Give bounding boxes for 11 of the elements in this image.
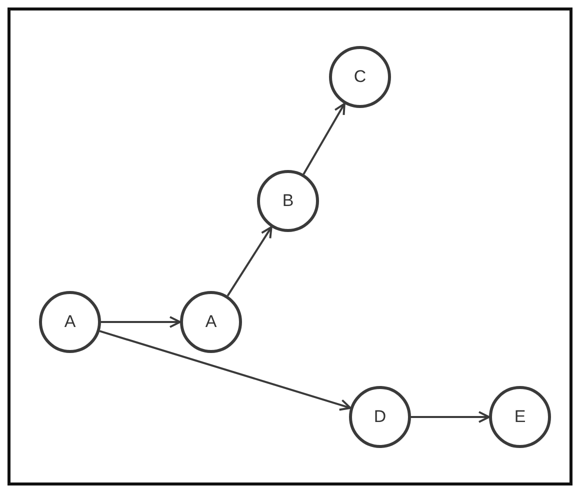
arrow bbox=[101, 316, 181, 328]
node-label: D bbox=[374, 407, 386, 427]
arrow bbox=[99, 330, 352, 411]
arrow bbox=[226, 226, 272, 296]
arrow bbox=[411, 411, 490, 423]
node-label: B bbox=[282, 191, 294, 211]
node-label: A bbox=[205, 312, 217, 332]
arrow bbox=[302, 102, 346, 175]
node-label: A bbox=[64, 312, 76, 332]
node-label: E bbox=[514, 407, 526, 427]
node-label: C bbox=[354, 67, 366, 87]
